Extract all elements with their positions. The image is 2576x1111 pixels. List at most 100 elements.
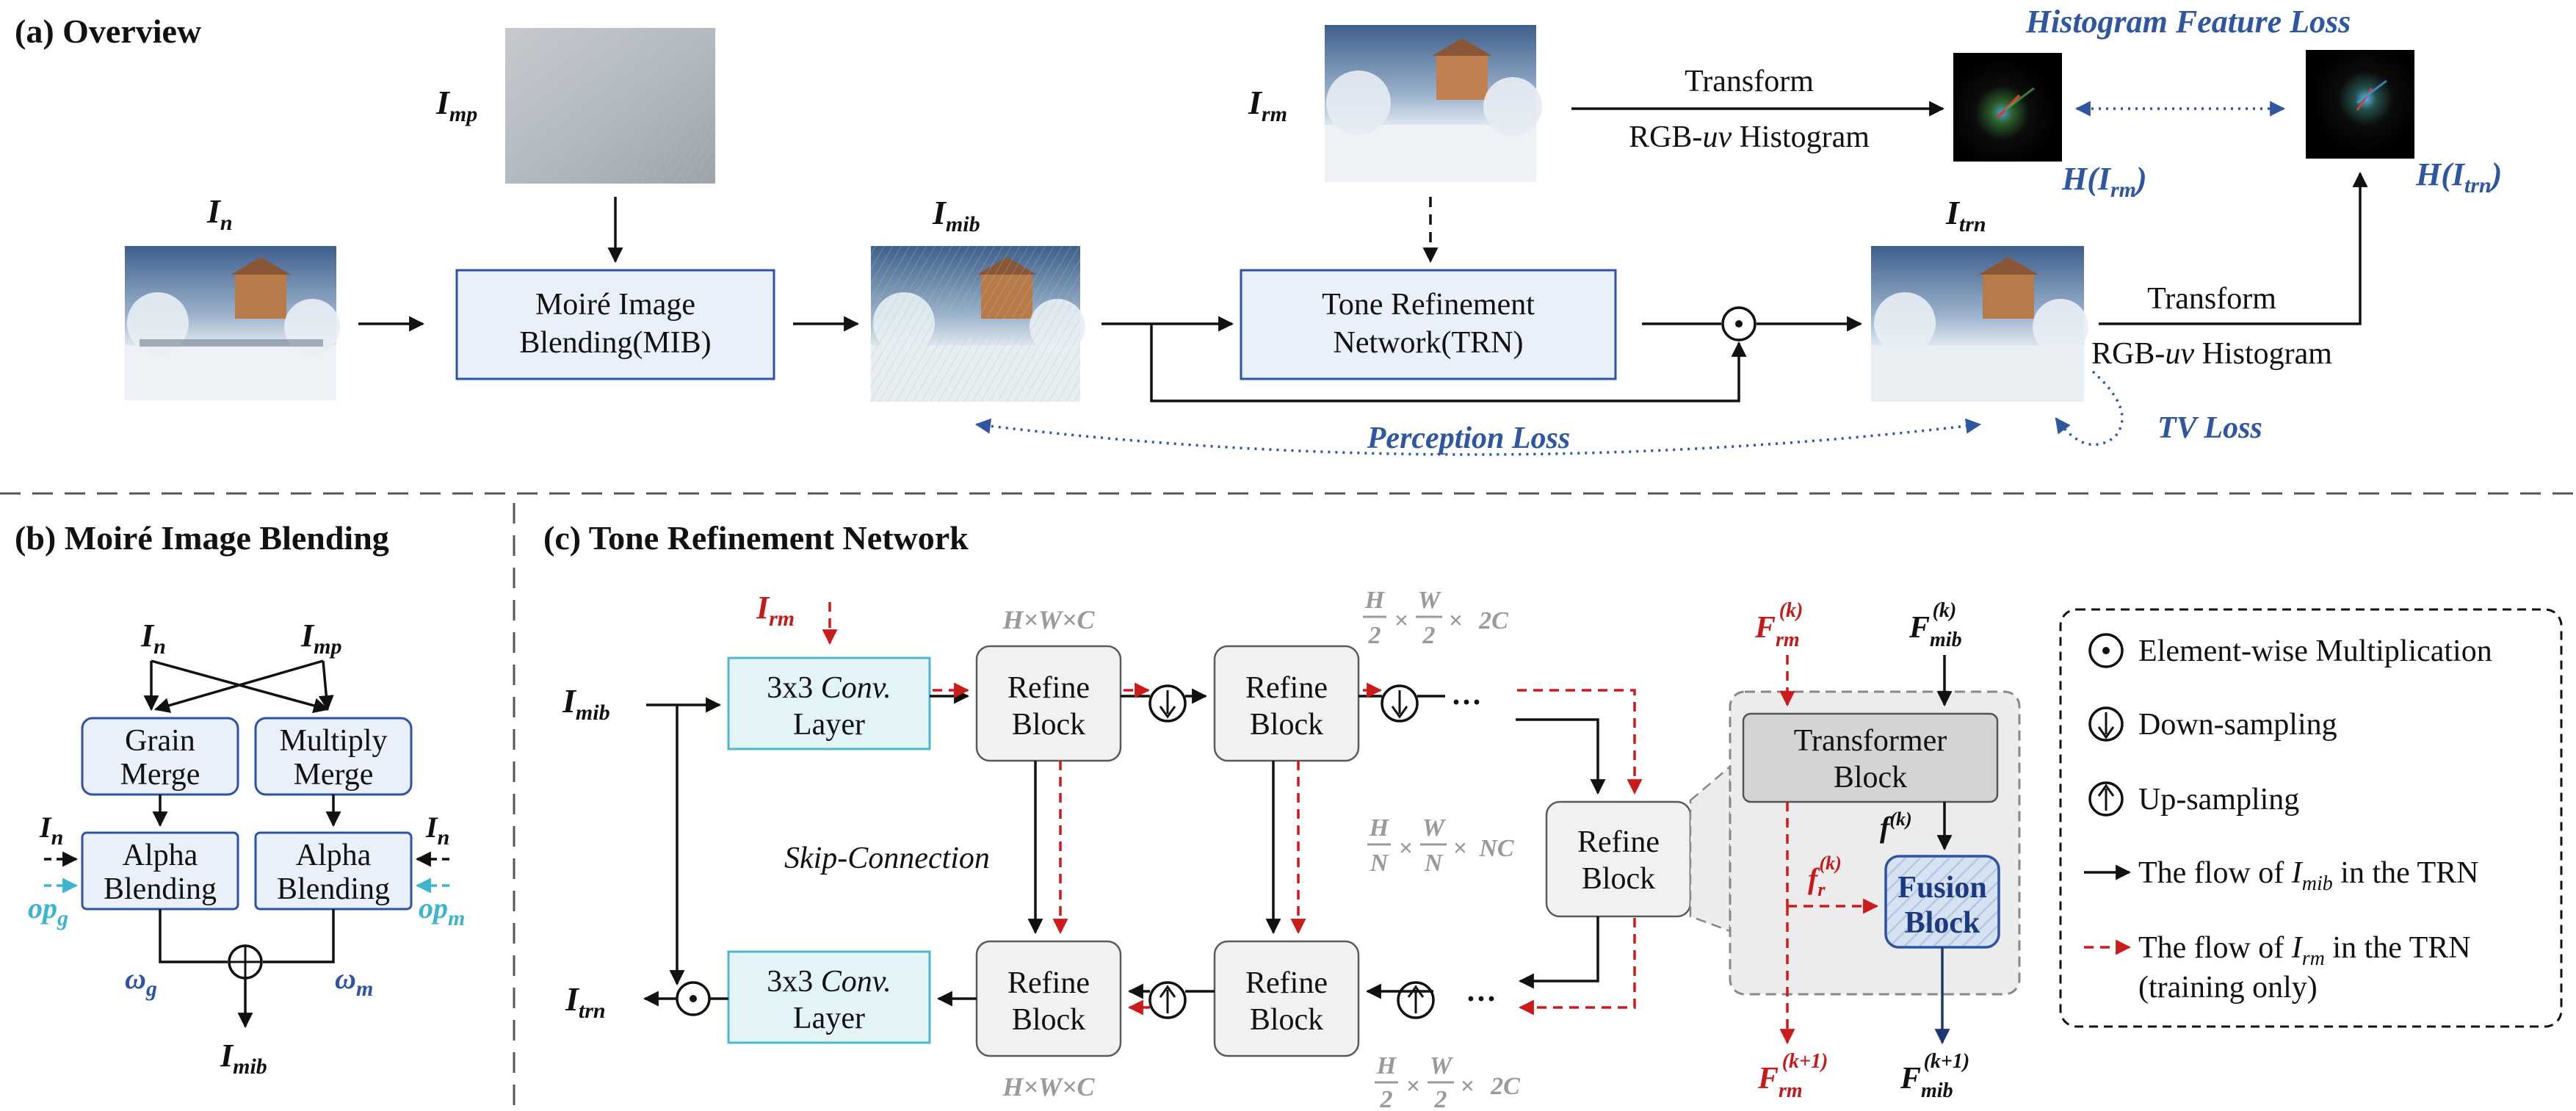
refine-top-2-label-2: Block — [1250, 708, 1323, 742]
legend-down-icon — [2088, 706, 2124, 742]
label-i-mp: Imp — [435, 84, 477, 126]
conv-layer-top — [727, 656, 931, 750]
down-sampling-node-1 — [1148, 684, 1187, 723]
legend-up-label: Up-sampling — [2138, 783, 2299, 817]
image-i-n — [125, 246, 340, 400]
rgbuv-label-2: RGB-uv Histogram — [2091, 337, 2332, 371]
legend-mult-label: Element-wise Multiplication — [2138, 634, 2492, 668]
svg-text:W: W — [1430, 1052, 1454, 1079]
svg-text:W: W — [1418, 587, 1442, 614]
refine-block-top-2 — [1213, 645, 1360, 762]
label-i-mib: Imib — [932, 194, 980, 236]
dim-half-bottom: H 2 × W 2 × 2C — [1375, 1052, 1520, 1111]
legend-box — [2059, 608, 2563, 1028]
svg-text:2: 2 — [1434, 1086, 1447, 1111]
svg-text:H: H — [1369, 814, 1390, 842]
multiply-node — [1721, 306, 1756, 341]
refine-mid-label-1: Refine — [1577, 825, 1660, 859]
histogram-h-rm — [1953, 53, 2062, 162]
image-i-trn — [1871, 246, 2088, 402]
multiply-merge-label-2: Merge — [294, 758, 374, 792]
conv-top-label-2: Layer — [793, 708, 865, 742]
svg-text:2C: 2C — [1490, 1073, 1520, 1100]
fusion-label-1: Fusion — [1897, 871, 1986, 905]
svg-text:2: 2 — [1422, 622, 1436, 649]
refine-top-1-label-1: Refine — [1007, 671, 1090, 705]
conv-top-label-1: 3x3 Conv. — [767, 671, 891, 705]
refine-top-1-label-2: Block — [1012, 708, 1085, 742]
refine-bot-1-label-2: Block — [1012, 1003, 1085, 1037]
b-label-op-m: opm — [419, 891, 465, 930]
refine-bot-1-label-1: Refine — [1007, 966, 1090, 1000]
refine-block-middle — [1545, 800, 1692, 918]
svg-text:N: N — [1424, 850, 1444, 877]
refine-block-top-1 — [975, 645, 1122, 762]
svg-text:2: 2 — [1368, 622, 1381, 649]
panel-a-title: (a) Overview — [15, 12, 201, 50]
histogram-h-trn — [2306, 50, 2414, 159]
b-label-i-n-left: In — [39, 811, 63, 850]
label-f-k: f(k) — [1880, 808, 1912, 844]
dim-half-top: H 2 × W 2 × 2C — [1363, 587, 1508, 649]
svg-text:×: × — [1452, 835, 1466, 862]
transform-label-1: Transform — [1685, 65, 1814, 98]
trn-block — [1240, 269, 1617, 380]
alpha-right-label-1: Alpha — [296, 839, 372, 872]
image-i-rm — [1325, 25, 1542, 182]
svg-text:×: × — [1398, 835, 1412, 862]
alpha-left-label-2: Blending — [104, 872, 217, 906]
c-label-i-mib: Imib — [562, 682, 610, 725]
ellipsis-bottom: ··· — [1466, 982, 1497, 1016]
transformer-label-1: Transformer — [1794, 724, 1947, 758]
up-sampling-node-2 — [1397, 981, 1435, 1019]
expansion-wedge — [1689, 764, 1732, 933]
mib-block-label-2: Blending(MIB) — [519, 326, 711, 360]
label-i-trn: Itrn — [1945, 194, 1986, 236]
tv-loss-label: TV Loss — [2157, 411, 2262, 445]
label-h-rm: H(Irm) — [2061, 161, 2147, 202]
image-i-mp — [505, 28, 715, 184]
arrow-imib-bypass — [1150, 324, 1747, 402]
conv-layer-bottom — [727, 950, 931, 1044]
legend-flow-rm-label: The flow of Irm in the TRN — [2138, 931, 2471, 970]
svg-text:2: 2 — [1380, 1086, 1393, 1111]
skip-connection-label: Skip-Connection — [784, 842, 990, 875]
svg-text:H: H — [1364, 587, 1386, 614]
label-f-r-k: fr(k) — [1808, 853, 1842, 900]
b-label-w-m: ωm — [335, 962, 373, 1001]
refine-block-bottom-2 — [1213, 940, 1360, 1057]
add-node — [228, 944, 263, 980]
trn-block-label-2: Network(TRN) — [1334, 326, 1524, 360]
svg-text:NC: NC — [1478, 835, 1514, 862]
grain-merge-label-1: Grain — [125, 724, 195, 758]
label-f-rm-k: Frm(k) — [1754, 599, 1803, 651]
legend-training-only: (training only) — [2138, 971, 2318, 1005]
rgbuv-label-1: RGB-uv Histogram — [1629, 120, 1870, 154]
label-f-mib-k: Fmib(k) — [1909, 599, 1962, 651]
conv-bottom-label-1: 3x3 Conv. — [767, 965, 891, 999]
conv-bottom-label-2: Layer — [793, 1002, 865, 1035]
legend-down-label: Down-sampling — [2138, 708, 2337, 742]
svg-text:N: N — [1370, 850, 1389, 877]
legend-flow-mib-label: The flow of Imib in the TRN — [2138, 856, 2479, 895]
label-h-trn: H(Itrn) — [2415, 156, 2502, 198]
svg-text:×: × — [1394, 607, 1408, 634]
refine-bot-2-label-2: Block — [1250, 1003, 1323, 1037]
perception-loss-arrow — [974, 418, 1982, 456]
mib-block — [455, 269, 775, 380]
legend-up-icon — [2088, 781, 2124, 817]
image-i-mib — [871, 246, 1085, 402]
b-label-w-g: ωg — [125, 962, 157, 1001]
histogram-feature-loss-label: Histogram Feature Loss — [2025, 4, 2351, 40]
transform-label-2: Transform — [2147, 282, 2276, 316]
svg-text:2C: 2C — [1478, 607, 1508, 634]
alpha-left-label-1: Alpha — [123, 839, 198, 872]
dim-hwc-top: H×W×C — [1002, 605, 1095, 634]
svg-text:×: × — [1460, 1073, 1474, 1100]
mib-block-label-1: Moiré Image — [535, 288, 695, 322]
refine-bot-2-label-1: Refine — [1245, 966, 1328, 1000]
ellipsis-top: ··· — [1451, 686, 1482, 720]
dim-hwc-bottom: H×W×C — [1002, 1072, 1095, 1101]
transformer-block — [1742, 712, 1999, 803]
svg-text:H: H — [1376, 1052, 1397, 1079]
